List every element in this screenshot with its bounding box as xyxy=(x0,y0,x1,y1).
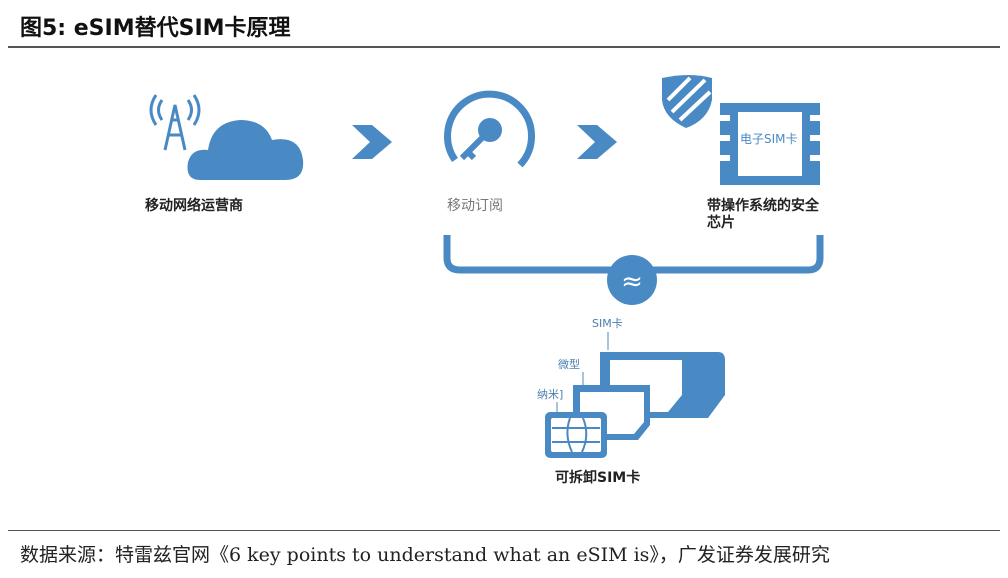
equivalence-badge xyxy=(607,255,657,305)
approx-symbol: ≈ xyxy=(621,267,643,297)
chip-label-line2: 芯片 xyxy=(707,214,735,231)
chip-label-line1: 带操作系统的安全 xyxy=(707,197,820,214)
source-note: 数据来源：特雷兹官网《6 key points to understand wh… xyxy=(20,544,830,566)
figure-title: 图5: eSIM替代SIM卡原理 xyxy=(20,16,291,41)
nano-label: 纳米] xyxy=(537,388,563,401)
cloud-icon xyxy=(187,120,304,180)
shield-icon xyxy=(662,75,712,128)
chip-inner-label: 电子SIM卡 xyxy=(740,132,798,146)
micro-label: 微型 xyxy=(558,357,580,371)
sim-cards-icon xyxy=(545,352,725,458)
operator-label: 移动网络运营商 xyxy=(145,197,243,214)
chevron-right-icon xyxy=(352,125,392,159)
chevron-right-icon xyxy=(577,125,617,159)
subscription-label: 移动订阅 xyxy=(447,198,503,214)
top-divider xyxy=(8,46,1000,48)
esim-chip-icon: 电子SIM卡 xyxy=(720,103,820,185)
key-subscription-icon xyxy=(444,90,536,168)
removable-sim-label: 可拆卸SIM卡 xyxy=(555,469,640,486)
bottom-divider xyxy=(8,530,1000,531)
sim-label: SIM卡 xyxy=(592,317,623,330)
cell-tower-icon xyxy=(149,94,201,151)
